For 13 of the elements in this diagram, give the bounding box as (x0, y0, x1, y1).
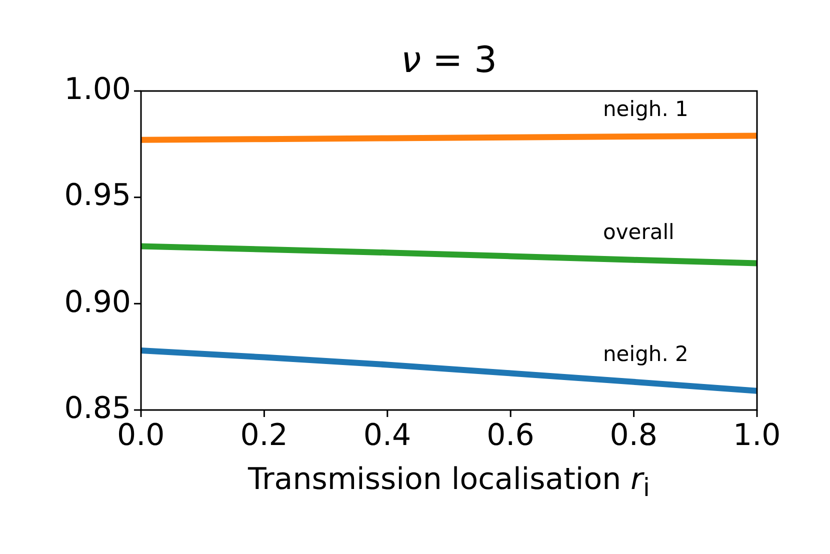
axis-title: Transmission localisation r$_{i}$ (248, 462, 650, 502)
tick-label: 0.90 (64, 284, 131, 320)
tick-label: 1.00 (64, 72, 131, 107)
chart-title: ν = 3 (400, 40, 498, 81)
tick-label: 0.95 (64, 178, 131, 214)
tick-label: 0.8 (610, 418, 658, 453)
tick-label: 1.0 (733, 418, 781, 453)
series-label: neigh. 1 (603, 96, 688, 120)
series-label: overall (603, 220, 674, 244)
series-label: neigh. 2 (603, 342, 688, 366)
tick-label: 0.4 (363, 418, 412, 453)
tick-label: 0.2 (240, 418, 288, 453)
tick-label: 0.6 (486, 418, 534, 453)
